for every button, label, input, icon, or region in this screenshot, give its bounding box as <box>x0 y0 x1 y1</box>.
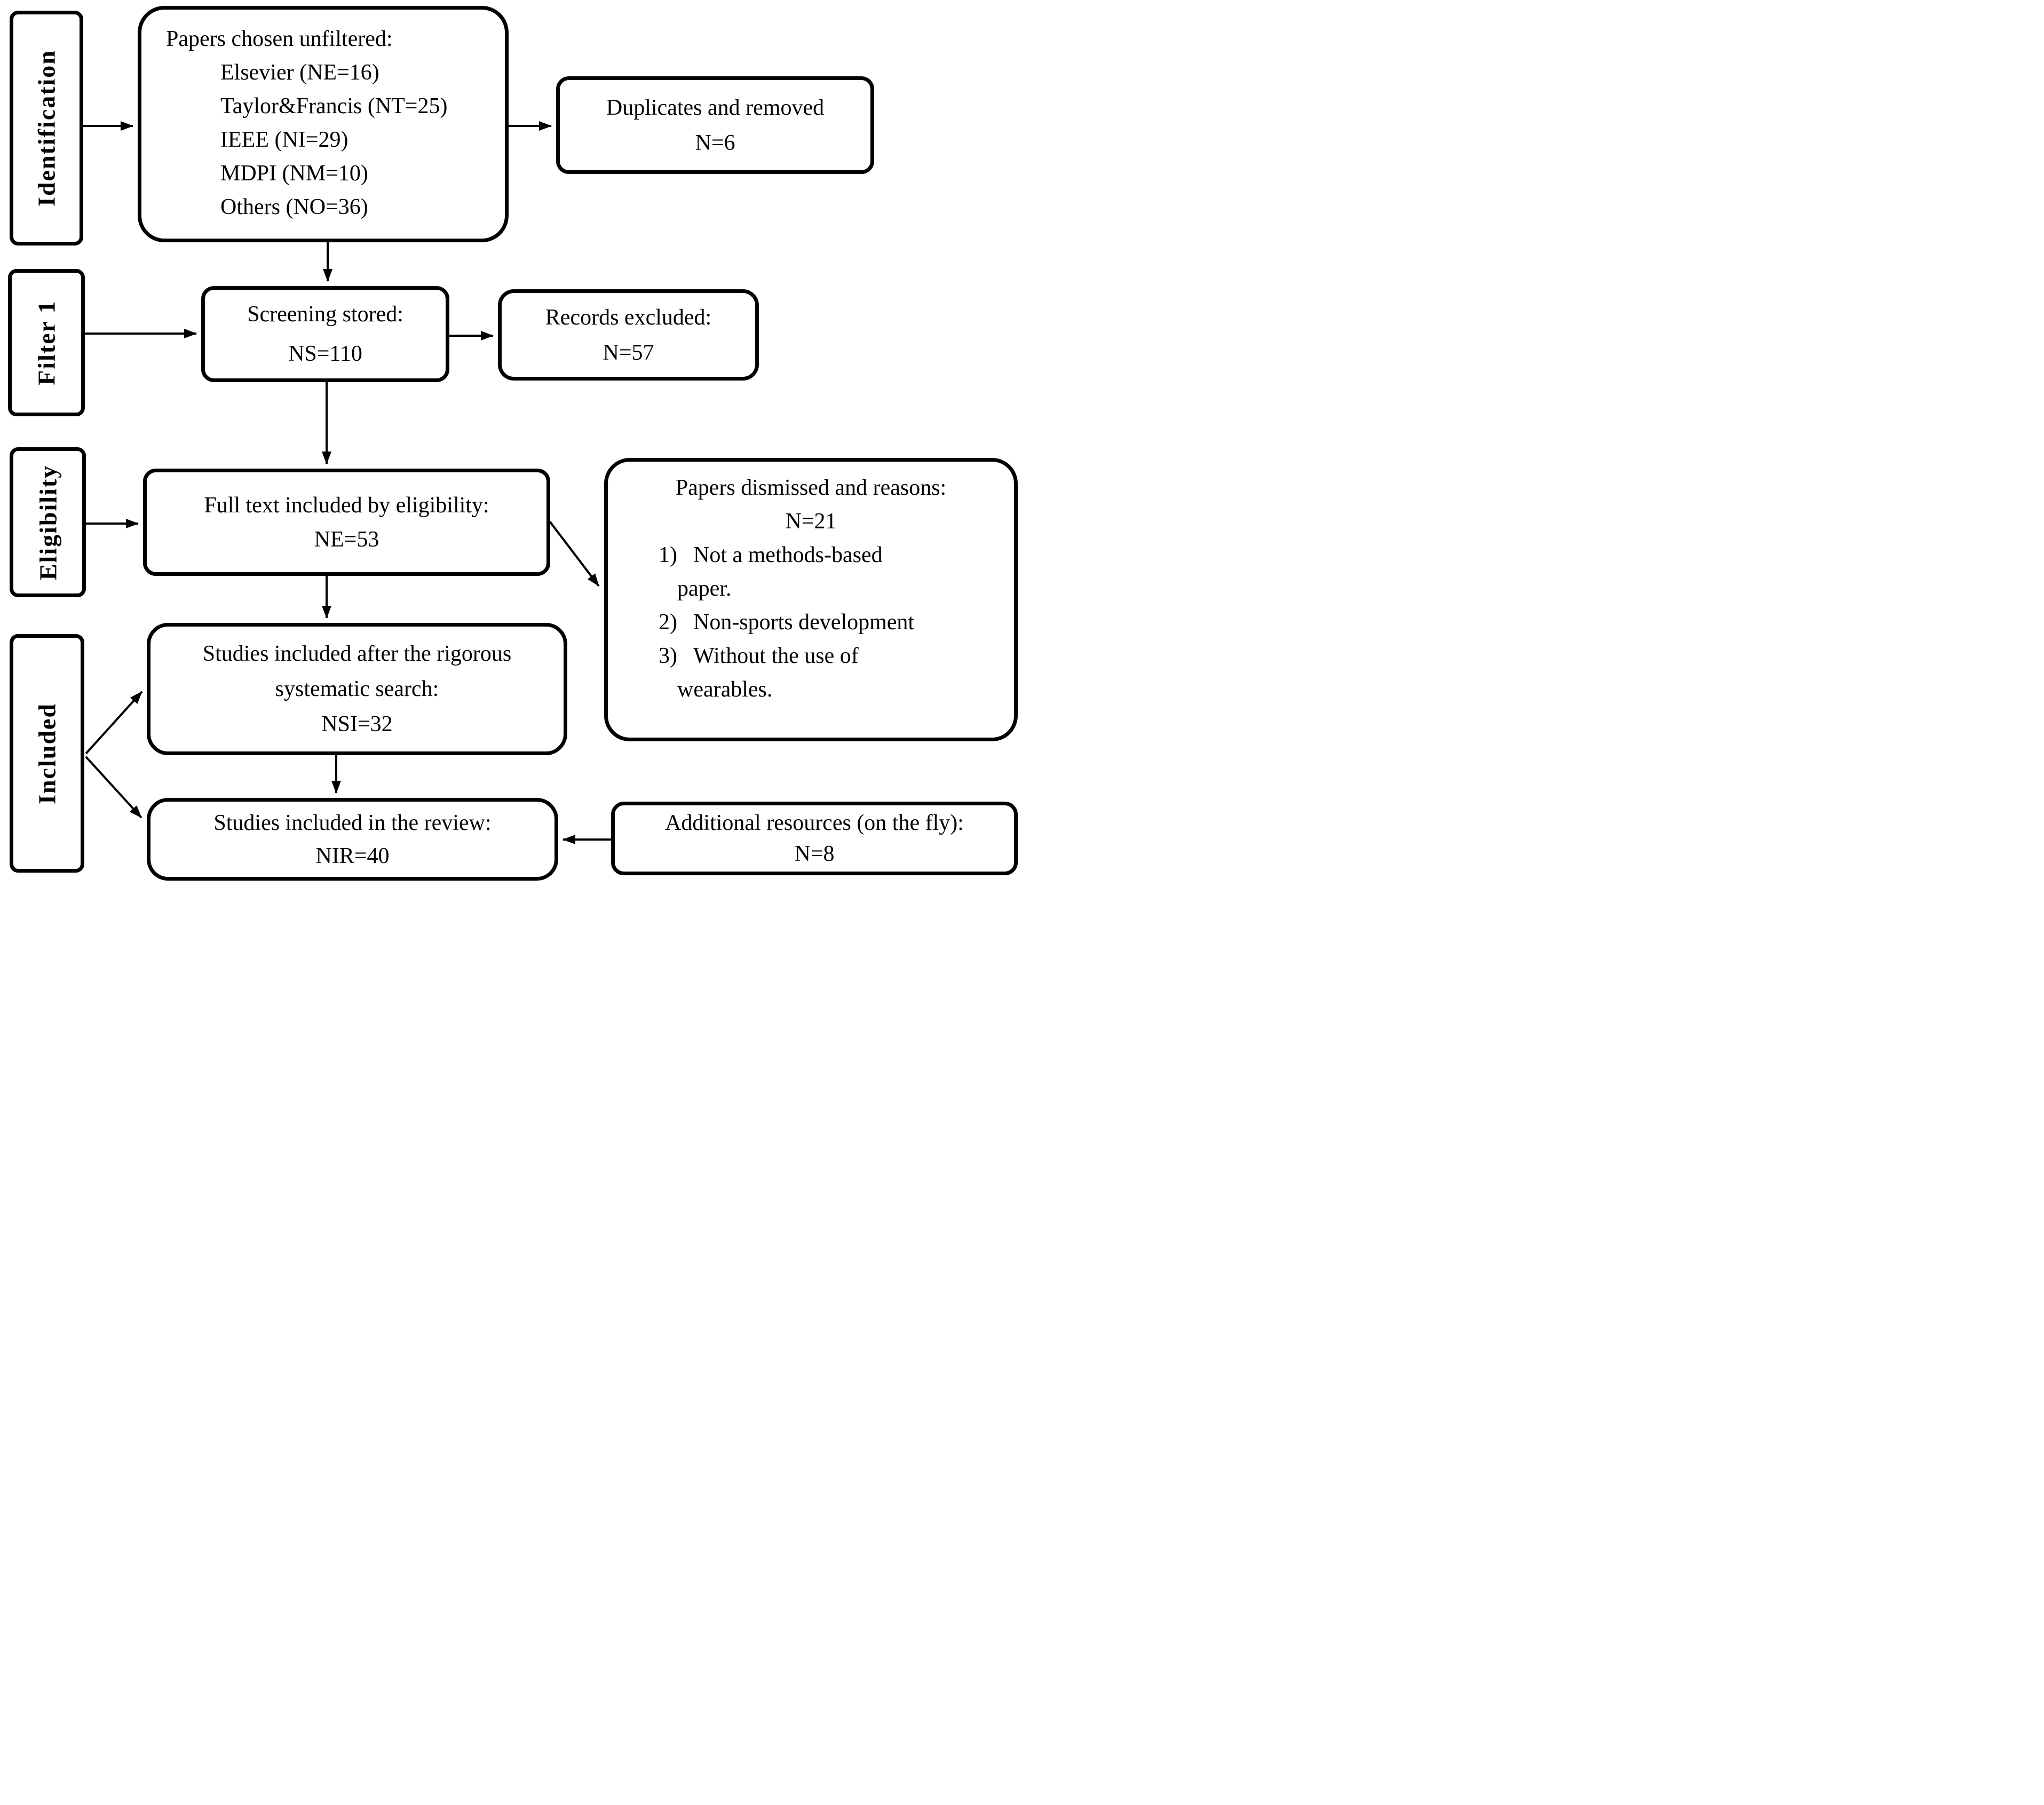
stage-label-included-text: Included <box>33 702 61 804</box>
fulltext-line1: Full text included by eligibility: <box>204 493 489 518</box>
records-count: N=57 <box>603 340 654 365</box>
box-screening-stored: Screening stored: NS=110 <box>201 286 449 382</box>
papers-source-others: Others (NO=36) <box>220 195 368 219</box>
dismissed-count: N=21 <box>785 509 837 534</box>
dismissed-title: Papers dismissed and reasons: <box>675 476 947 500</box>
stage-label-filter-1-text: Filter 1 <box>33 300 60 385</box>
dismissed-reason-3: 3) Without the use of <box>608 639 1014 673</box>
additional-line1: Additional resources (on the fly): <box>665 811 964 835</box>
stage-label-filter-1: Filter 1 <box>8 269 85 416</box>
nir-line1: Studies included in the review: <box>213 810 492 835</box>
dismissed-reason-2-text: Non-sports development <box>693 610 915 635</box>
stage-label-eligibility: Eligibility <box>10 447 86 597</box>
dismissed-reason-3-text: Without the use of <box>693 644 859 668</box>
dismissed-reason-1-number: 1) <box>659 543 677 567</box>
dismissed-reason-2-number: 2) <box>659 610 677 635</box>
screening-count: NS=110 <box>288 342 362 366</box>
duplicates-count: N=6 <box>695 130 735 155</box>
box-records-excluded: Records excluded: N=57 <box>498 289 759 381</box>
nsi-line1: Studies included after the rigorous <box>202 642 512 666</box>
fulltext-count: NE=53 <box>314 527 379 552</box>
nir-count: NIR=40 <box>315 843 390 868</box>
dismissed-reason-1-text: Not a methods-based <box>693 543 883 567</box>
box-duplicates-removed: Duplicates and removed N=6 <box>556 76 874 174</box>
prisma-flow-diagram: Identification Filter 1 Eligibility Incl… <box>0 0 1022 902</box>
dismissed-reason-1: 1) Not a methods-based <box>608 539 1014 572</box>
box-papers-chosen-unfiltered: Papers chosen unfiltered: Elsevier (NE=1… <box>138 6 509 242</box>
screening-line1: Screening stored: <box>247 302 403 327</box>
papers-source-elsevier: Elsevier (NE=16) <box>220 60 379 85</box>
box-fulltext-eligibility: Full text included by eligibility: NE=53 <box>143 469 550 576</box>
records-line1: Records excluded: <box>545 305 712 330</box>
papers-source-mdpi: MDPI (NM=10) <box>220 161 368 186</box>
additional-count: N=8 <box>794 842 835 866</box>
nsi-line2: systematic search: <box>275 677 439 701</box>
stage-label-identification-text: Identification <box>33 50 60 207</box>
stage-label-included: Included <box>10 634 84 873</box>
duplicates-line1: Duplicates and removed <box>606 95 825 120</box>
papers-source-taylor-francis: Taylor&Francis (NT=25) <box>220 94 448 118</box>
papers-title: Papers chosen unfiltered: <box>166 27 393 51</box>
dismissed-reason-3-number: 3) <box>659 644 677 668</box>
stage-label-eligibility-text: Eligibility <box>34 464 61 580</box>
papers-source-ieee: IEEE (NI=29) <box>220 128 348 152</box>
arrow-included-to-nsi <box>85 691 143 755</box>
dismissed-reason-1-continuation: paper. <box>677 576 732 601</box>
box-studies-included-systematic-search: Studies included after the rigorous syst… <box>147 623 567 755</box>
nsi-count: NSI=32 <box>321 712 393 737</box>
box-additional-resources: Additional resources (on the fly): N=8 <box>611 802 1018 875</box>
dismissed-reason-2: 2) Non-sports development <box>608 606 1014 639</box>
arrow-fulltext-to-dismissed <box>549 520 600 587</box>
box-studies-included-review: Studies included in the review: NIR=40 <box>147 798 558 881</box>
stage-label-identification: Identification <box>10 11 83 246</box>
arrow-included-to-nir <box>85 756 142 819</box>
dismissed-reason-3-continuation: wearables. <box>677 677 773 702</box>
box-papers-dismissed-reasons: Papers dismissed and reasons: N=21 1) No… <box>604 458 1018 741</box>
